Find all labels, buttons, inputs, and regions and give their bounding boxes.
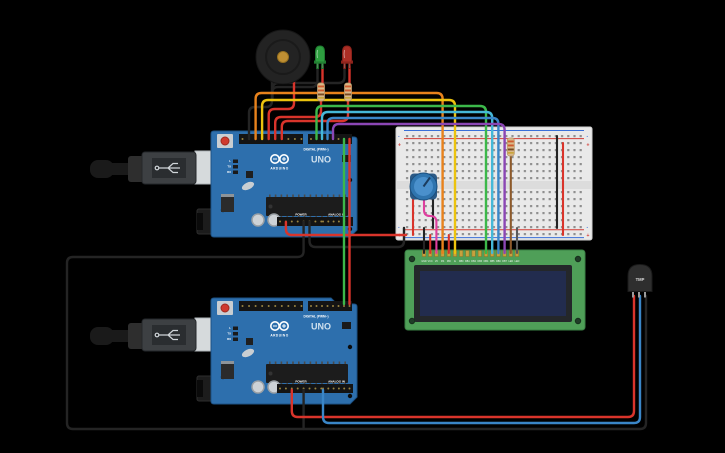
svg-text:LED: LED (515, 260, 520, 263)
wire-buzzer-gnd[interactable] (247, 78, 274, 141)
buzzer-ring (265, 39, 301, 75)
svg-text:-: - (587, 225, 589, 231)
svg-text:DB2: DB2 (471, 260, 476, 263)
svg-text:-: - (398, 134, 400, 140)
wire-bottom-5v-to-tmp[interactable] (290, 294, 636, 419)
usb-cable-top[interactable] (89, 151, 197, 185)
breadboard-channel (396, 181, 592, 189)
wire-tmp-signal[interactable] (321, 294, 642, 425)
wire-lcd-db6[interactable] (326, 116, 500, 255)
svg-text:DB6: DB6 (496, 260, 501, 263)
led-green[interactable] (314, 45, 326, 69)
wire-red-led-cathode[interactable] (271, 64, 346, 100)
tmp-label: TMP (636, 277, 645, 282)
arduino-uno-top[interactable] (194, 130, 358, 238)
svg-text:+: + (587, 233, 590, 239)
tmp-leg (638, 291, 640, 298)
tmp-sensor[interactable]: TMP (627, 263, 653, 298)
lcd-screen (420, 271, 566, 316)
wire-gnd-loop-to-tmp[interactable] (65, 220, 648, 431)
svg-text:V0: V0 (435, 260, 439, 263)
wire-lcd-db7[interactable] (331, 122, 506, 255)
wire-lcd-enable[interactable] (260, 98, 457, 255)
lcd-16x2[interactable]: GND VCC V0 RS RW E DB0 DB1 DB2 DB3 DB4 D… (404, 249, 586, 331)
wire-pot-wiper-v0[interactable] (422, 194, 438, 255)
svg-text:RW: RW (447, 260, 452, 263)
tmp-body[interactable] (627, 263, 653, 292)
svg-text:DB7: DB7 (502, 260, 507, 263)
svg-text:-: - (587, 134, 589, 140)
svg-text:DB5: DB5 (490, 260, 495, 263)
wire-lcd-db5[interactable] (320, 110, 494, 255)
buzzer-center (277, 51, 289, 63)
lcd-pin-labels: GND VCC V0 RS RW E DB0 DB1 DB2 DB3 DB4 D… (421, 260, 519, 263)
svg-text:-: - (398, 225, 400, 231)
usb-cable-bottom[interactable] (89, 318, 197, 352)
svg-text:RS: RS (441, 260, 445, 263)
svg-text:LED: LED (508, 260, 513, 263)
svg-text:+: + (587, 143, 590, 149)
svg-text:GND: GND (421, 260, 427, 263)
tmp-leg (632, 291, 634, 298)
wire-lcd-db4[interactable] (315, 104, 488, 255)
wire-top-gnd-to-breadboard[interactable] (308, 220, 406, 249)
pot-indicator (422, 176, 431, 188)
wire-top-5v-to-breadboard[interactable] (284, 220, 408, 237)
svg-text:DB1: DB1 (465, 260, 470, 263)
svg-text:+: + (398, 143, 401, 149)
resistor-green-led[interactable] (317, 82, 325, 102)
resistor-breadboard[interactable] (506, 137, 515, 157)
svg-text:DB3: DB3 (477, 260, 482, 263)
svg-text:DB4: DB4 (484, 260, 489, 263)
svg-text:E: E (454, 260, 456, 263)
wire-buzzer-signal[interactable] (267, 78, 296, 141)
led-red[interactable] (341, 45, 353, 69)
lcd-screw-holes (408, 255, 582, 325)
arduino-uno-bottom[interactable] (194, 297, 358, 405)
potentiometer[interactable] (409, 172, 438, 201)
piezo-buzzer[interactable] (255, 29, 311, 85)
svg-text:DB0: DB0 (459, 260, 464, 263)
wire-green-led-resistor[interactable] (274, 99, 323, 141)
resistor-red-led[interactable] (344, 82, 352, 102)
svg-text:VCC: VCC (428, 260, 433, 263)
tmp-leg (644, 291, 646, 298)
